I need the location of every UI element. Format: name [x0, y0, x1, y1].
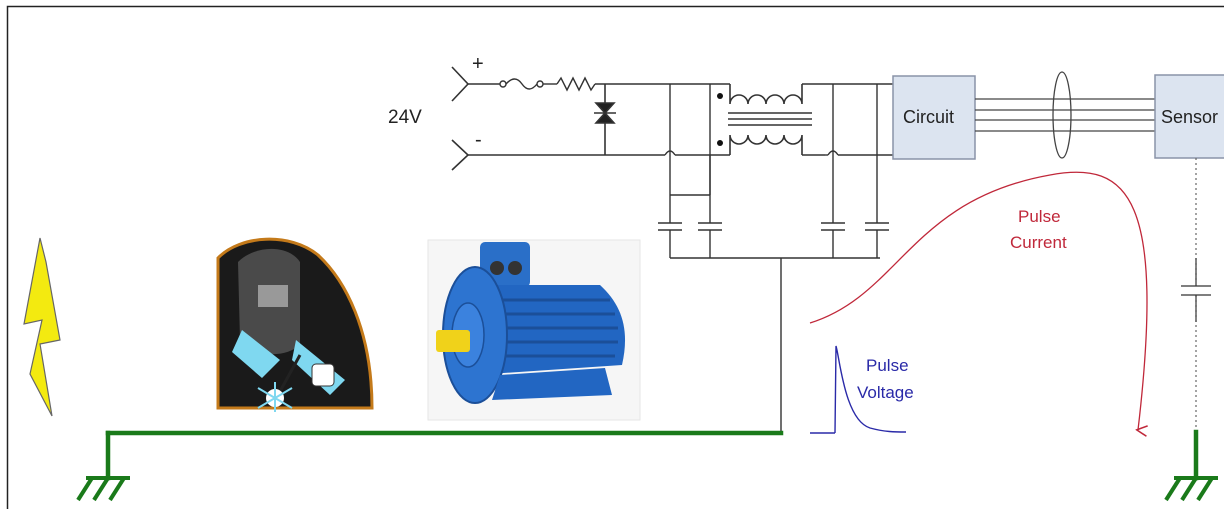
sensor-cable: [975, 71, 1155, 159]
pulse-voltage-label-2: Voltage: [857, 383, 914, 402]
pulse-current-label-1: Pulse: [1018, 207, 1061, 226]
pulse-current-label-2: Current: [1010, 233, 1067, 252]
ground-bus: [105, 429, 1199, 481]
circuit-box: [892, 75, 976, 160]
sensor-parasitic-capacitance: [1181, 158, 1211, 430]
power-input: [451, 66, 605, 171]
resistor-symbol: [556, 76, 670, 92]
welder-icon: [216, 237, 374, 412]
choke-dot-top: [717, 93, 723, 99]
pulse-voltage-label-1: Pulse: [866, 356, 909, 375]
motor-icon: [427, 239, 641, 421]
ground-icon-sensor: [1164, 476, 1218, 502]
plus-label: +: [472, 53, 484, 75]
pulse-voltage-waveform: [810, 345, 907, 434]
circuit-label: Circuit: [903, 107, 954, 127]
fuse-symbol: [499, 78, 557, 90]
choke-dot-bottom: [717, 140, 723, 146]
pulse-current-arrow: [809, 171, 1147, 430]
tvs-diode-symbol: [594, 84, 616, 155]
minus-label: -: [475, 129, 482, 151]
supply-voltage-label: 24V: [388, 107, 422, 128]
filter-wiring: [605, 83, 893, 433]
sensor-label: Sensor: [1161, 107, 1218, 127]
common-mode-choke-symbol: [728, 83, 825, 156]
lightning-icon: [23, 237, 61, 417]
diagram-frame: [6, 5, 1224, 509]
ground-icon: [76, 476, 130, 502]
sensor-box: [1154, 74, 1224, 159]
